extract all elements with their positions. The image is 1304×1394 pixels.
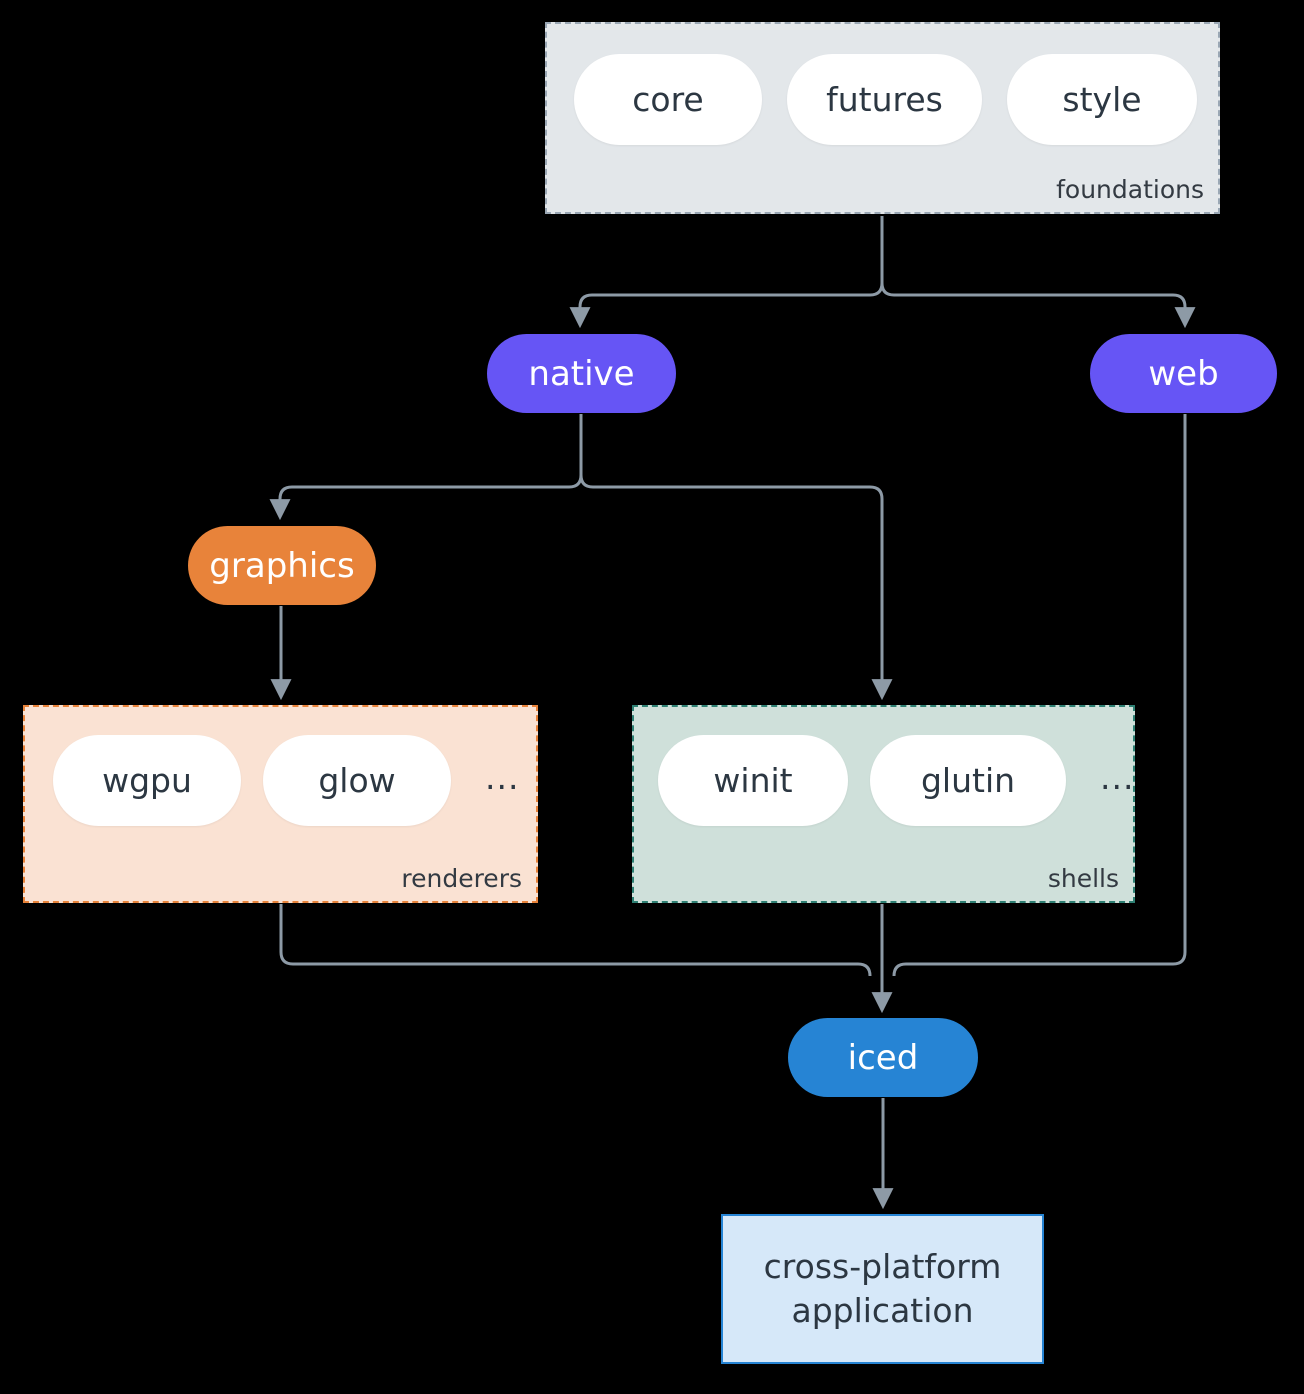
edge-foundations-native [569,216,884,329]
node-iced[interactable]: iced [788,1018,978,1097]
renderers-overflow-ellipsis: ... [485,758,520,797]
cluster-foundations[interactable]: core futures style foundations [545,22,1220,214]
cluster-label-foundations: foundations [1056,175,1204,204]
application-label-line2: application [791,1291,974,1330]
leaf-glow[interactable]: glow [263,735,451,826]
leaf-glutin[interactable]: glutin [870,735,1066,826]
edge-native-shells [579,414,893,701]
cluster-label-renderers: renderers [401,864,522,893]
shells-items: winit glutin ... [658,735,1134,826]
foundations-items: core futures style [574,54,1197,145]
leaf-core[interactable]: core [574,54,762,145]
renderers-items: wgpu glow ... [53,735,519,826]
shells-overflow-ellipsis: ... [1100,758,1135,797]
node-web[interactable]: web [1090,334,1277,413]
application-label-line1: cross-platform [763,1247,1002,1287]
edge-native-graphics [269,414,583,521]
cluster-renderers[interactable]: wgpu glow ... renderers [23,705,538,903]
edge-renderers-iced [279,904,872,977]
cluster-shells[interactable]: winit glutin ... shells [632,705,1135,903]
edge-foundations-web [880,216,1196,329]
leaf-style[interactable]: style [1007,54,1197,145]
node-cross-platform-application[interactable]: cross-platform application [721,1214,1044,1364]
cluster-label-shells: shells [1047,864,1119,893]
node-native[interactable]: native [487,334,676,413]
leaf-wgpu[interactable]: wgpu [53,735,241,826]
leaf-futures[interactable]: futures [787,54,982,145]
leaf-winit[interactable]: winit [658,735,848,826]
node-graphics[interactable]: graphics [188,526,376,605]
